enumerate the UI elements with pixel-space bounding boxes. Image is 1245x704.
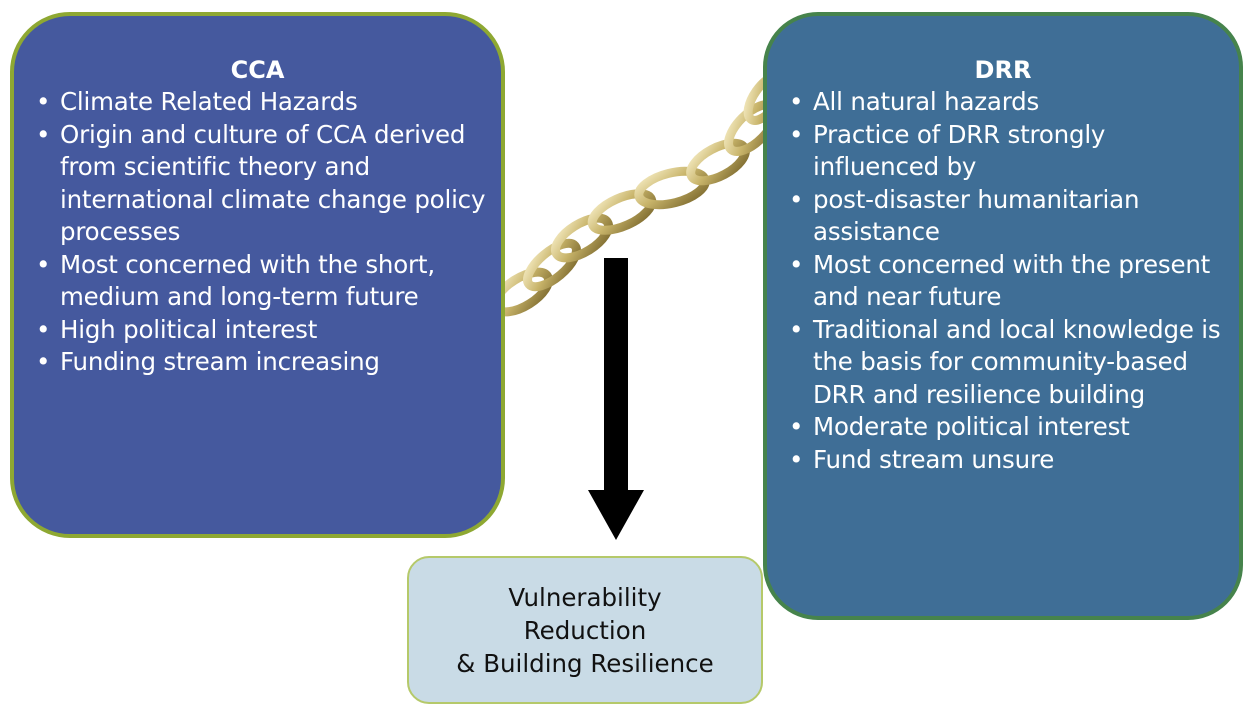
drr-item: All natural hazards	[789, 86, 1231, 119]
result-line-3: & Building Resilience	[456, 648, 714, 678]
cca-title: CCA	[230, 56, 285, 84]
drr-item: Most concerned with the present and near…	[789, 249, 1231, 314]
chain-link	[587, 189, 657, 235]
cca-item: Origin and culture of CCA derived from s…	[36, 119, 491, 249]
cca-list: Climate Related Hazards Origin and cultu…	[36, 86, 491, 379]
cca-item: High political interest	[36, 314, 491, 347]
drr-item: Moderate political interest	[789, 411, 1231, 444]
result-box: Vulnerability Reduction & Building Resil…	[407, 556, 763, 704]
down-arrow-icon	[588, 258, 644, 540]
cca-item: Funding stream increasing	[36, 346, 491, 379]
result-line-2: Reduction	[523, 615, 647, 645]
cca-panel: CCA Climate Related Hazards Origin and c…	[10, 12, 505, 538]
drr-panel: DRR All natural hazards Practice of DRR …	[763, 12, 1243, 620]
drr-item: post-disaster humanitarian assistance	[789, 184, 1231, 249]
chain-link	[686, 138, 750, 186]
drr-item: Fund stream unsure	[789, 444, 1231, 477]
cca-item: Most concerned with the short, medium an…	[36, 249, 491, 314]
cca-item: Climate Related Hazards	[36, 86, 491, 119]
drr-item: Traditional and local knowledge is the b…	[789, 314, 1231, 412]
chain-link	[523, 238, 581, 292]
drr-list: All natural hazards Practice of DRR stro…	[789, 86, 1231, 476]
drr-item: Practice of DRR strongly influenced by	[789, 119, 1231, 184]
chain-link	[550, 213, 614, 263]
drr-title: DRR	[974, 56, 1032, 84]
chain-link	[634, 166, 710, 210]
result-line-1: Vulnerability	[508, 582, 662, 612]
